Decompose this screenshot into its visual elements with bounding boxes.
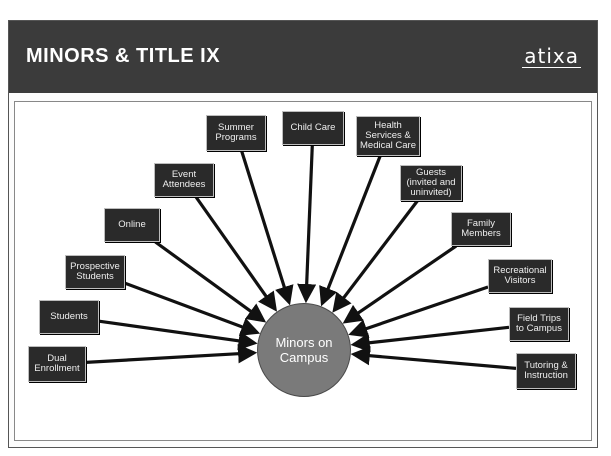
connector-arrow	[85, 344, 258, 364]
connector-arrow	[332, 200, 419, 313]
connector-arrow	[124, 281, 261, 336]
connector-arrow	[319, 155, 382, 307]
node-event-attendees: Event Attendees	[154, 163, 214, 197]
slide-title: MINORS & TITLE IX	[26, 45, 221, 67]
connector-arrow	[98, 319, 258, 351]
connector-arrow	[154, 240, 267, 323]
node-guests: Guests (invited and uninvited)	[400, 165, 462, 201]
node-child-care: Child Care	[282, 111, 344, 145]
node-summer-programs: Summer Programs	[206, 115, 266, 151]
node-prospective-students: Prospective Students	[65, 255, 125, 289]
node-online: Online	[104, 208, 160, 242]
connector-arrow	[348, 285, 489, 338]
connector-arrow	[297, 144, 317, 304]
node-dual-enrollment: Dual Enrollment	[28, 346, 86, 382]
connector-arrow	[350, 346, 517, 370]
connector-arrow	[194, 196, 278, 312]
node-students: Students	[39, 300, 99, 334]
connector-arrow	[240, 150, 294, 306]
hub-minors-on-campus: Minors on Campus	[257, 303, 351, 397]
node-recreational-visitors: Recreational Visitors	[488, 259, 552, 293]
atixa-logo: atixa	[522, 44, 581, 68]
connector-arrow	[342, 244, 458, 324]
node-health-services: Health Services & Medical Care	[356, 116, 420, 156]
connector-arrow	[350, 325, 510, 353]
slide-header: MINORS & TITLE IX atixa	[9, 21, 597, 93]
node-field-trips: Field Trips to Campus	[509, 307, 569, 341]
node-tutoring-instruction: Tutoring & Instruction	[516, 353, 576, 389]
node-family-members: Family Members	[451, 212, 511, 246]
